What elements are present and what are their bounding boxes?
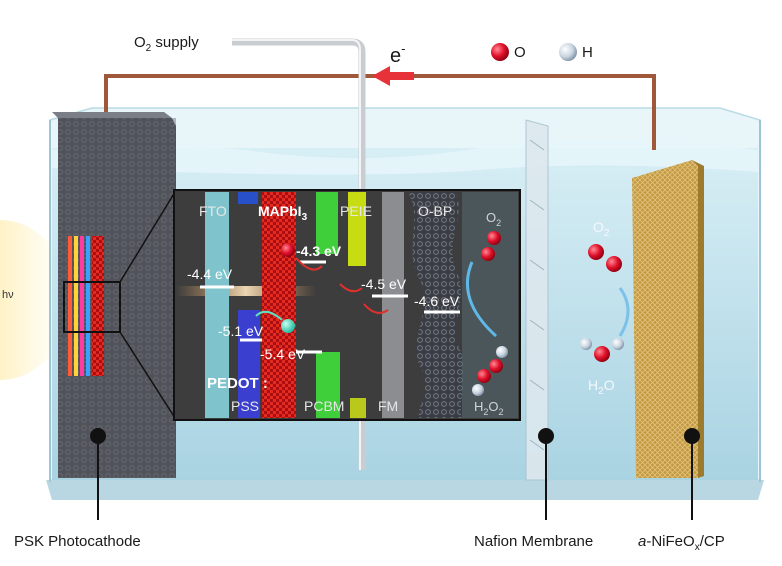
- water-surface: [52, 139, 758, 175]
- legend-hydrogen-label: H: [582, 44, 593, 61]
- energy-51-label: -5.1 eV: [218, 323, 264, 339]
- hv-label: hν: [2, 289, 14, 301]
- pedot-bar: [238, 310, 260, 418]
- o2-right-label: O2: [593, 219, 610, 239]
- o2-supply-label: O2 supply: [134, 34, 199, 54]
- hole-particle: [281, 319, 295, 333]
- peie-bar: [348, 192, 366, 266]
- pcbm-bar: [316, 352, 340, 418]
- h2o-label: H2O: [588, 377, 615, 397]
- zoom-box: [63, 281, 121, 333]
- fto-bar: [205, 192, 229, 418]
- energy-54-label: -5.4 eV: [260, 346, 306, 362]
- o-bp-label: O-BP: [418, 203, 452, 219]
- energy-43-label: -4.3 eV: [296, 243, 342, 259]
- h2o-molecule: [580, 338, 592, 350]
- fm-bar: [382, 192, 404, 418]
- pedot-top-bar: [238, 192, 258, 204]
- electron-arrow-icon: [372, 66, 414, 86]
- anode-plate: [632, 160, 698, 478]
- electron-particle: [281, 243, 295, 257]
- pedot-label: PEDOT :: [207, 375, 268, 392]
- transfer-arrow-icon: [339, 283, 363, 293]
- oxygen-legend-icon: [491, 43, 509, 61]
- oxidation-arrow-icon: [618, 287, 630, 337]
- pss-label: PSS: [231, 398, 259, 414]
- o-bp-layer: [408, 192, 465, 418]
- o2-inset-label: O2: [486, 210, 501, 228]
- peie-label: PEIE: [340, 203, 372, 219]
- hole-arrow-icon: [255, 310, 283, 321]
- energy-46-label: -4.6 eV: [414, 293, 460, 309]
- energy-band-inset: [173, 189, 521, 421]
- energy-44-label: -4.4 eV: [187, 266, 233, 282]
- reaction-arrow-icon: [465, 261, 498, 338]
- fto-label: FTO: [199, 203, 227, 219]
- psk-photocathode-label: PSK Photocathode: [14, 533, 141, 550]
- h2o2-label: H2O2: [474, 399, 504, 417]
- tank-base: [46, 480, 764, 500]
- fm-label: FM: [378, 398, 398, 414]
- mapbi-label: MAPbI3: [258, 203, 308, 223]
- electron-label: e-: [390, 41, 405, 67]
- legend-oxygen-label: O: [514, 44, 526, 61]
- o2-molecule: [487, 231, 501, 245]
- anode-label: a-NiFeOx/CP: [638, 533, 725, 553]
- o2-molecule-right: [588, 244, 604, 260]
- nafion-membrane-label: Nafion Membrane: [474, 533, 593, 550]
- pcbm-label: PCBM: [304, 398, 344, 414]
- energy-45-label: -4.5 eV: [361, 276, 407, 292]
- nafion-membrane: [525, 119, 549, 481]
- pcbm-top-bar: [316, 192, 338, 254]
- perovskite-bar: [262, 192, 296, 418]
- h2o2-molecule: [496, 346, 508, 358]
- psk-layer-stripes: [68, 236, 104, 376]
- transfer-arrow-icon: [295, 257, 323, 271]
- transfer-arrow-icon: [363, 303, 389, 314]
- hydrogen-legend-icon: [559, 43, 577, 61]
